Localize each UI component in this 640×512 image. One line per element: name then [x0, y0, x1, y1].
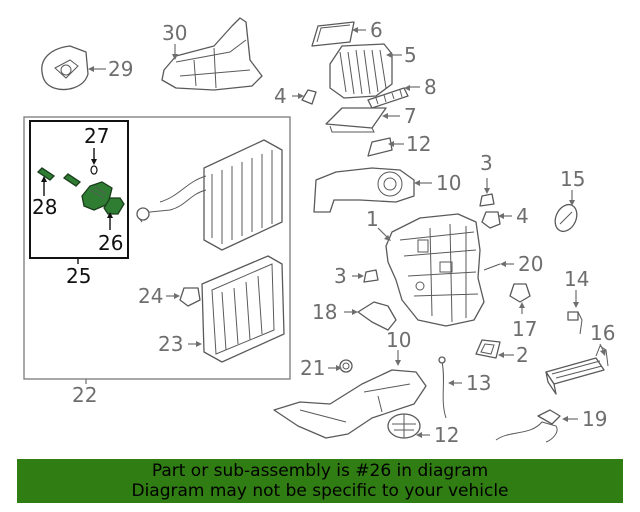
part-6-housing [329, 43, 393, 99]
part-1-hvac-housing [385, 213, 485, 327]
part-20-harness [495, 409, 561, 443]
callout-21: 20 [518, 252, 543, 276]
callout-8: 7 [404, 104, 417, 128]
callout-20: 19 [582, 407, 607, 431]
callout-7: 6 [370, 18, 383, 42]
callout-10: 10 [436, 171, 461, 195]
callout-5: 4 [274, 84, 287, 108]
part-4-actuator [481, 211, 501, 229]
callout-15: 14 [564, 267, 589, 291]
part-25-valve [179, 287, 201, 307]
part-28-o-ring [90, 165, 98, 175]
part-10-blower-housing [313, 167, 415, 213]
part-21-sensor [483, 263, 501, 271]
part-30-duct [41, 45, 89, 91]
part-22-grommet [339, 359, 353, 373]
part-26-main-valve [81, 181, 113, 211]
part-13-blower-motor [387, 413, 421, 439]
callout-6: 5 [404, 43, 417, 67]
callout-14: 13 [466, 371, 491, 395]
callout-31: 30 [162, 21, 187, 45]
part-18-actuator [509, 283, 531, 303]
part-29-valve-pin [36, 167, 56, 181]
callout-19: 18 [312, 300, 337, 324]
part-12-duct [367, 137, 393, 157]
callout-16: 15 [560, 167, 585, 191]
banner-line-1: Part or sub-assembly is #26 in diagram [151, 461, 489, 481]
callout-26: 25 [66, 264, 91, 288]
callout-2: 2 [516, 343, 529, 367]
part-15-pipe [567, 311, 583, 335]
callout-3b: 3 [334, 264, 347, 288]
callout-30: 29 [108, 57, 133, 81]
part-27-cap [103, 197, 125, 215]
part-11-lower-housing [273, 369, 427, 439]
part-3-upper-clip [479, 193, 495, 207]
part-16-seal [554, 203, 578, 233]
callout-11: 10 [386, 328, 411, 352]
parts-diagram: 29 30 6 5 4 8 7 [23, 17, 615, 447]
part-17-heater-core [545, 345, 609, 395]
callout-4: 4 [516, 204, 529, 228]
part-8-cabin-filter [325, 107, 387, 133]
callout-13: 12 [434, 423, 459, 447]
part-9-strip [367, 87, 409, 109]
callout-17: 16 [590, 321, 615, 345]
part-14-drain-tube [438, 356, 447, 419]
callout-9: 8 [424, 75, 437, 99]
callout-1: 1 [366, 207, 379, 231]
part-24-evaporator [201, 255, 285, 363]
callout-18: 17 [512, 317, 537, 341]
subassembly-26-box [29, 120, 129, 259]
assembly-23-box [23, 116, 291, 380]
banner-line-2: Diagram may not be specific to your vehi… [131, 481, 509, 501]
part-23-core [136, 139, 283, 251]
info-banner: Part or sub-assembly is #26 in diagram D… [17, 459, 623, 503]
part-26-small-pin [62, 173, 82, 187]
callout-29: 28 [32, 195, 57, 219]
callout-3a: 3 [480, 151, 493, 175]
callout-27: 26 [98, 231, 123, 255]
callout-22: 21 [300, 356, 325, 380]
callout-23: 22 [72, 383, 97, 407]
part-31-duct [161, 17, 263, 91]
callout-25: 24 [138, 284, 163, 308]
callout-24: 23 [158, 332, 183, 356]
part-7-filter-frame [311, 21, 355, 47]
part-2-gasket [475, 339, 501, 359]
callout-28: 27 [84, 124, 109, 148]
part-5-clip [301, 89, 317, 105]
part-19-duct [357, 301, 397, 331]
part-3-lower-clip [363, 269, 379, 283]
callout-12: 12 [406, 132, 431, 156]
